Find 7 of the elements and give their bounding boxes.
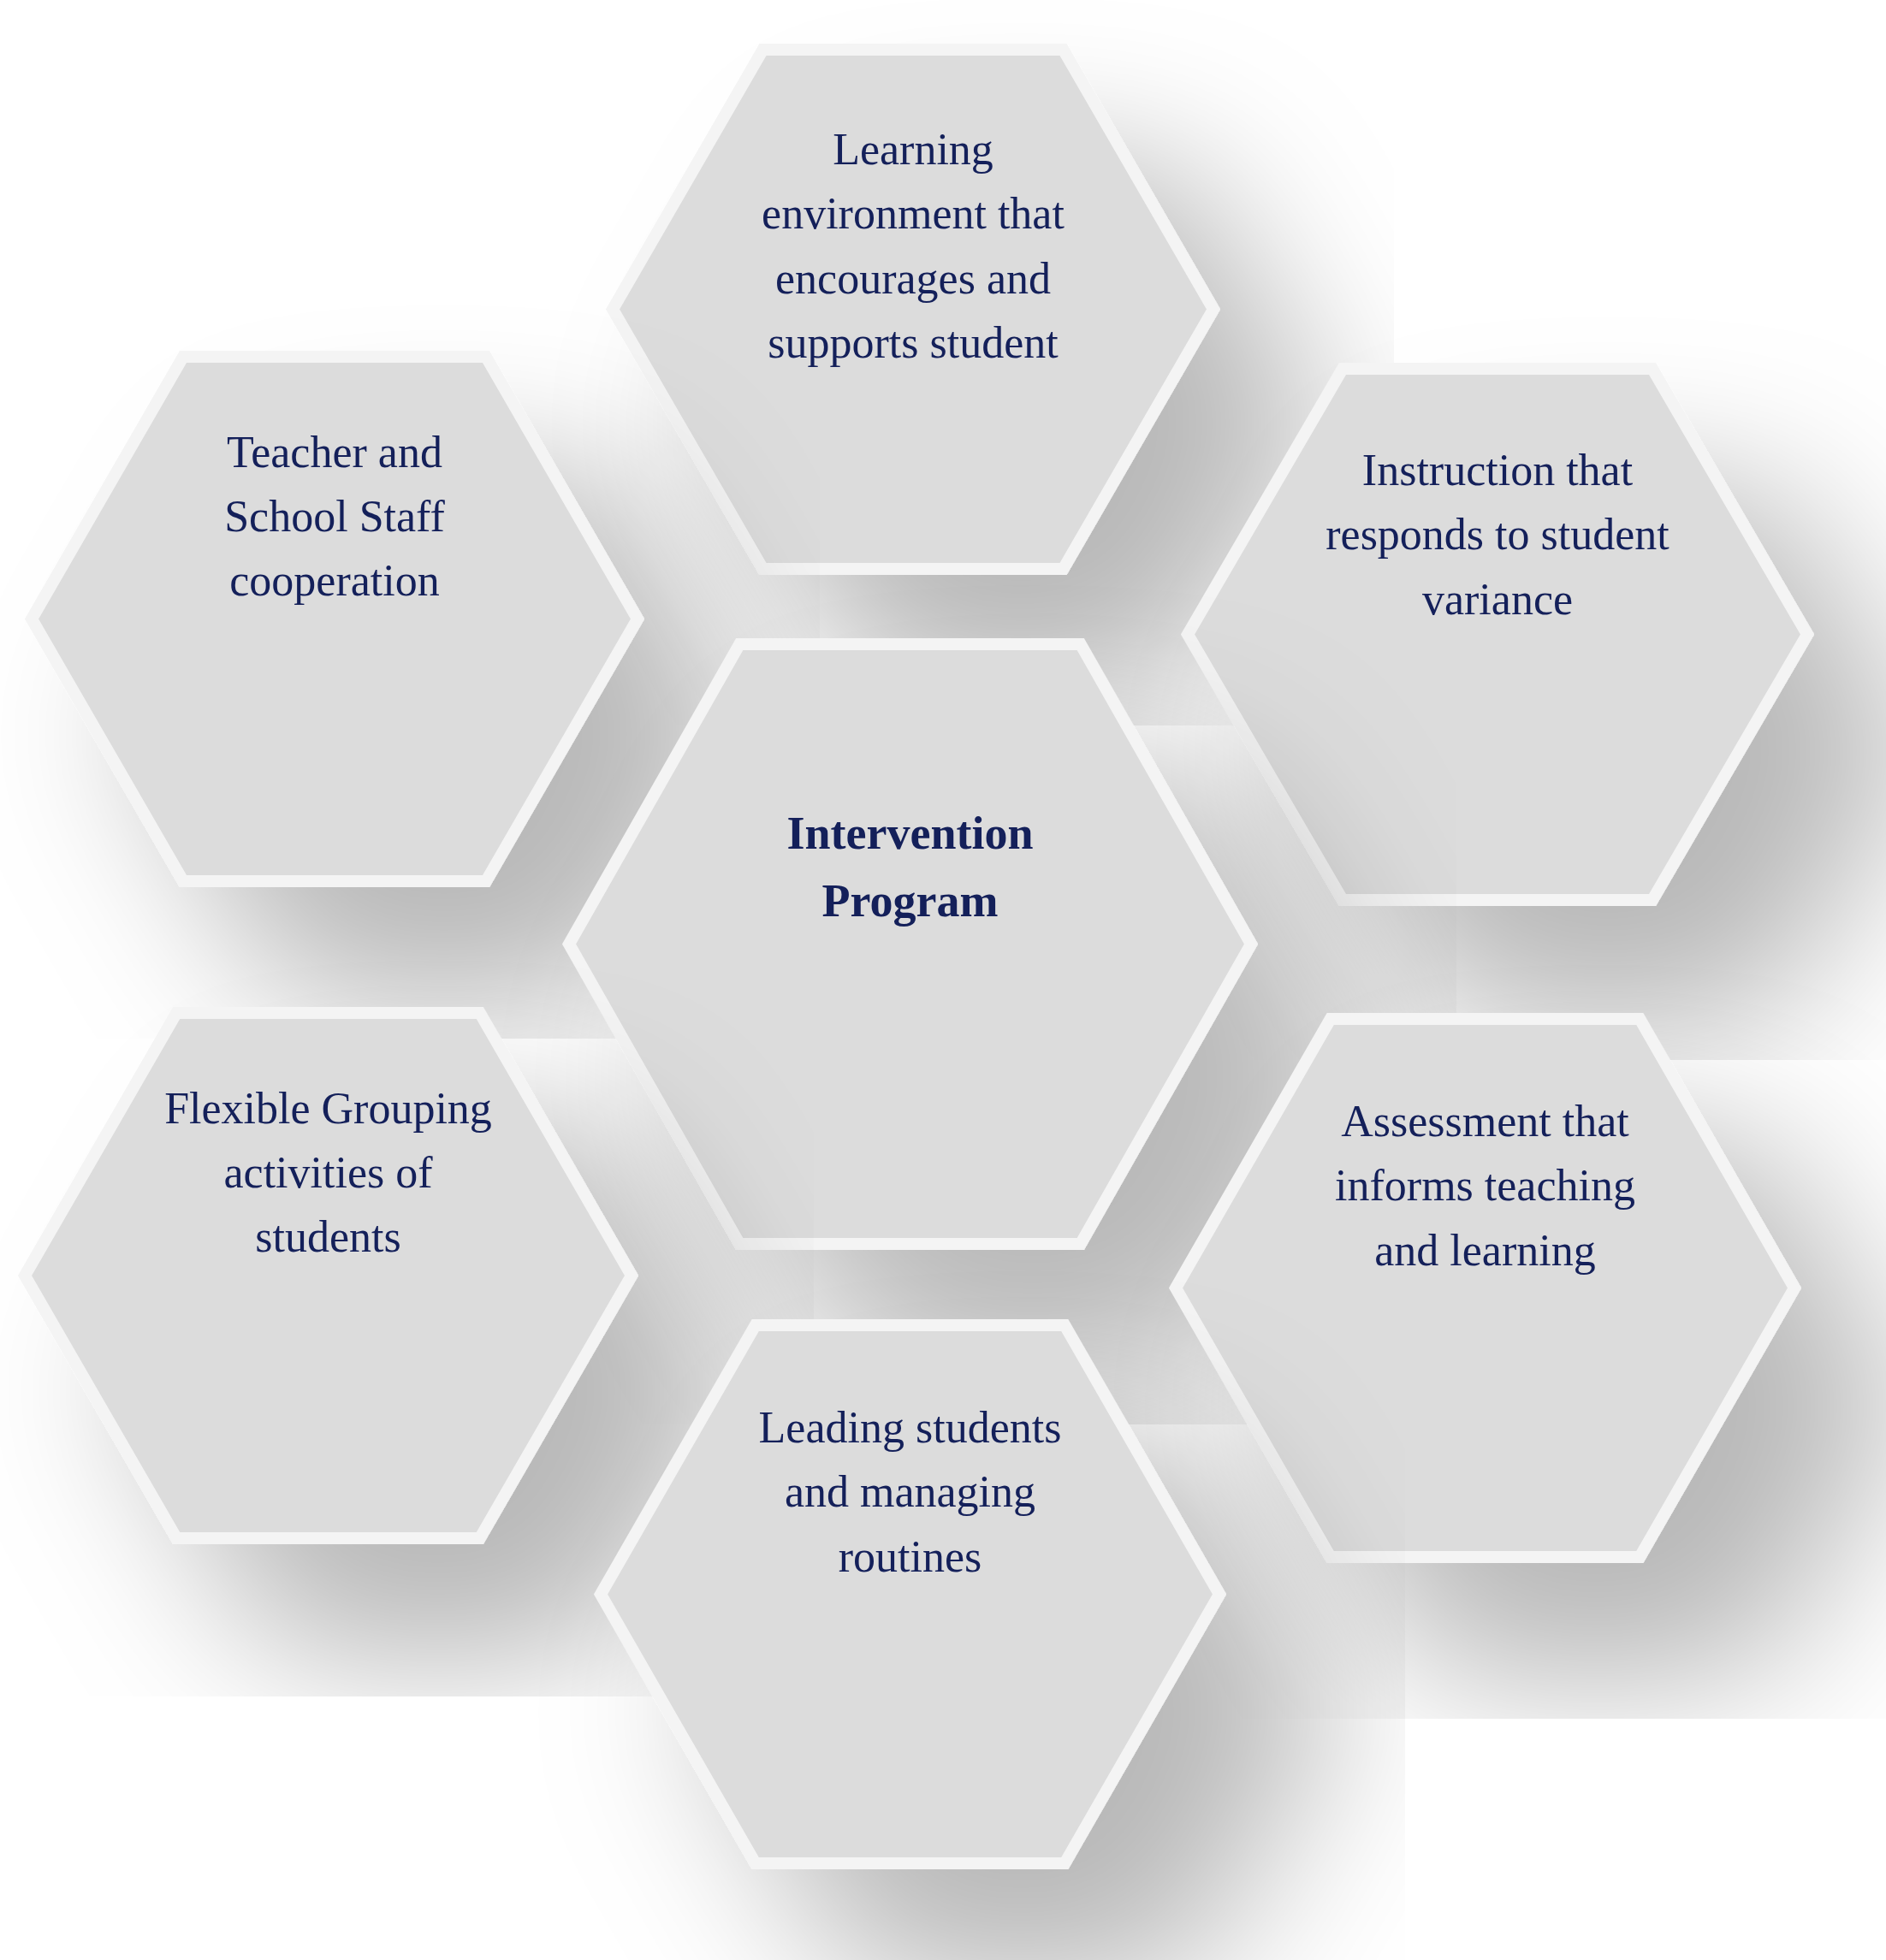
hexagon-label: Teacher and School Staff cooperation: [223, 426, 446, 607]
hexagon-label: Learning environment that encourages and supports student: [761, 123, 1065, 370]
hexagon-label: Leading students and managing routines: [757, 1401, 1063, 1583]
hexagon-label: Assessment that informs teaching and learning: [1334, 1095, 1636, 1276]
hexagon-label: Instruction that responds to student variance: [1325, 444, 1670, 625]
hexagon-label: Flexible Grouping activities of students: [163, 1082, 493, 1264]
hexagon-label: Intervention Program: [786, 807, 1035, 928]
